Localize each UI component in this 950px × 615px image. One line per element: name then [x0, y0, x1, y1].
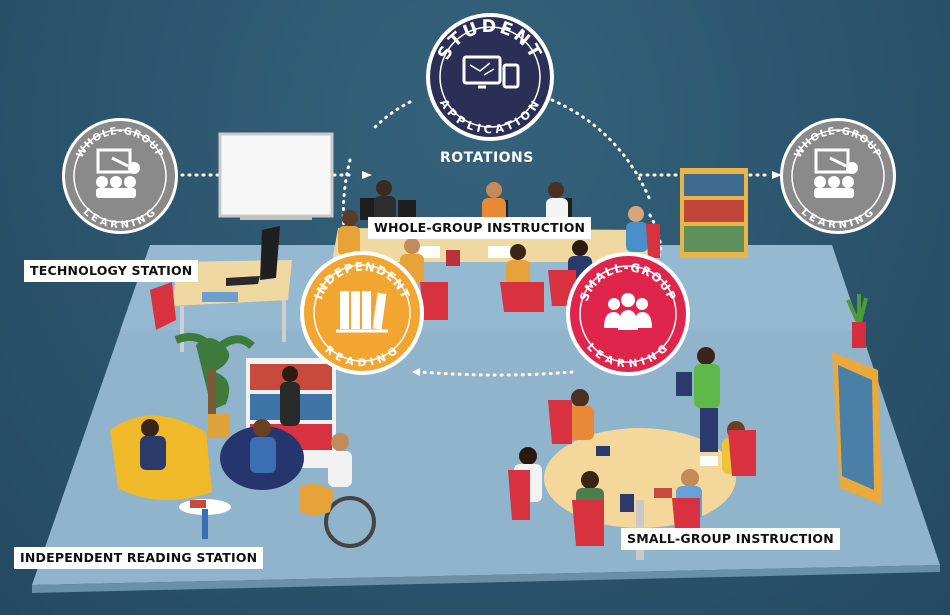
rotations-title: ROTATIONS: [440, 150, 534, 166]
students-whole-group: [338, 180, 660, 320]
independent-reading-badge: INDEPENDENT READING: [300, 251, 424, 375]
devices-icon: [462, 55, 520, 89]
small-group-learning-badge: SMALL-GROUP LEARNING: [566, 252, 690, 376]
floor-edge: [32, 565, 940, 593]
independent-reading-station-label: INDEPENDENT READING STATION: [14, 547, 264, 569]
arrow-head: [412, 368, 420, 376]
independent-reading-area: [110, 333, 376, 548]
teacher-presenting-icon: [96, 148, 140, 198]
whole-group-learning-badge-right: WHOLE-GROUP LEARNING: [780, 118, 896, 234]
rotation-arrows: [180, 98, 770, 377]
arrow-head: [772, 171, 782, 179]
bookshelf-right: [832, 294, 882, 505]
teacher-presenting-icon: [814, 148, 858, 198]
technology-station-label: TECHNOLOGY STATION: [24, 260, 199, 282]
arrow-head: [362, 171, 372, 179]
whiteboard: [218, 132, 334, 220]
small-group-instruction-label: SMALL-GROUP INSTRUCTION: [621, 528, 840, 550]
bookshelf-top: [680, 168, 748, 258]
group-people-icon: [604, 293, 652, 330]
student-application-badge: STUDENT APPLICATION: [426, 13, 554, 141]
books-icon: [336, 291, 388, 333]
whole-group-instruction-label: WHOLE-GROUP INSTRUCTION: [368, 217, 592, 239]
whole-group-learning-badge-left: WHOLE-GROUP LEARNING: [62, 118, 178, 234]
technology-station-desk: [150, 226, 292, 352]
